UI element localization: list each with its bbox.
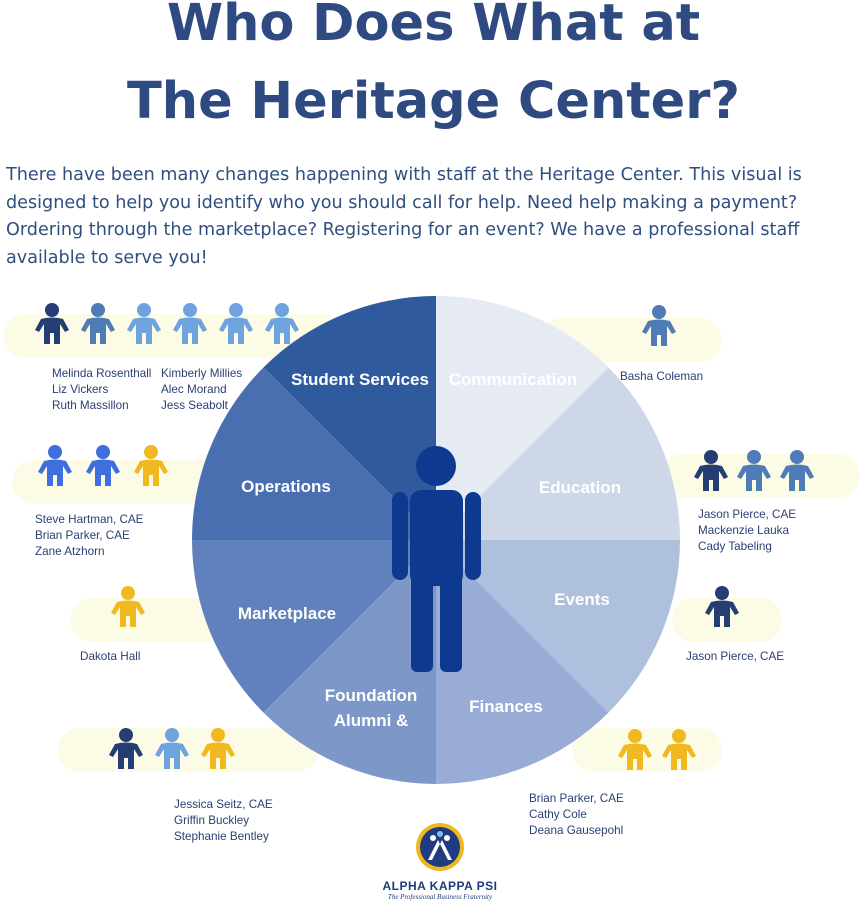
person-icon <box>265 303 299 344</box>
names-operations: Steve Hartman, CAE Brian Parker, CAE Zan… <box>35 512 143 560</box>
segment-label-foundation-line-2: Alumni & <box>334 711 409 730</box>
person-icon <box>705 586 739 627</box>
person-icon <box>201 728 235 769</box>
people-operations <box>35 444 171 488</box>
page-title-line-2: The Heritage Center? <box>126 72 741 131</box>
person-icon <box>38 445 72 486</box>
staff-name: Zane Atzhorn <box>35 545 105 558</box>
names-events: Jason Pierce, CAE <box>686 649 784 665</box>
people-foundation <box>106 727 238 771</box>
staff-name: Deana Gausepohl <box>529 824 624 837</box>
names-student-services-col-1: Melinda Rosenthall Liz Vickers Ruth Mass… <box>52 366 151 414</box>
page-title-line-1: Who Does What at <box>166 0 701 53</box>
people-marketplace <box>108 585 148 629</box>
person-icon <box>35 303 69 344</box>
segment-label-communication: Communication <box>449 370 577 389</box>
staff-name: Stephanie Bentley <box>174 830 269 843</box>
staff-name: Steve Hartman, CAE <box>35 513 144 526</box>
person-icon <box>662 729 696 770</box>
person-icon <box>81 303 115 344</box>
names-marketplace: Dakota Hall <box>80 649 140 665</box>
wheel-segment <box>436 367 680 540</box>
staff-name: Brian Parker, CAE <box>35 529 130 542</box>
segment-label-events: Events <box>554 590 610 609</box>
people-events <box>702 585 742 629</box>
person-icon <box>737 450 771 491</box>
band-marketplace <box>70 598 230 642</box>
staff-name: Liz Vickers <box>52 383 109 396</box>
intro-paragraph: There have been many changes happening w… <box>6 165 802 268</box>
staff-name: Cathy Cole <box>529 808 587 821</box>
people-education <box>691 449 817 493</box>
staff-name: Jason Pierce, CAE <box>698 508 797 521</box>
names-foundation: Jessica Seitz, CAE Griffin Buckley Steph… <box>174 797 273 845</box>
staff-name: Jason Pierce, CAE <box>686 650 785 663</box>
names-finances: Brian Parker, CAE Cathy Cole Deana Gause… <box>529 791 624 839</box>
staff-name: Mackenzie Lauka <box>698 524 789 537</box>
staff-name: Jessica Seitz, CAE <box>174 798 273 811</box>
names-student-services-col-2: Kimberly Millies Alec Morand Jess Seabol… <box>161 366 242 414</box>
staff-name: Melinda Rosenthall <box>52 367 152 380</box>
staff-name: Jess Seabolt <box>161 399 228 412</box>
band-communication <box>540 318 722 362</box>
staff-name: Basha Coleman <box>620 370 704 383</box>
person-icon <box>127 303 161 344</box>
person-icon <box>219 303 253 344</box>
wheel-segment <box>436 540 680 713</box>
alpha-kappa-psi-logo: ALPHA KAPPA PSI The Professional Busines… <box>360 822 520 901</box>
staff-name: Kimberly Millies <box>161 367 243 380</box>
person-icon <box>694 450 728 491</box>
staff-name: Griffin Buckley <box>174 814 250 827</box>
segment-label-foundation-line-1: Foundation <box>325 686 418 705</box>
people-communication <box>639 304 679 348</box>
segment-label-finances: Finances <box>469 697 543 716</box>
staff-name: Alec Morand <box>161 383 227 396</box>
staff-name: Ruth Massillon <box>52 399 129 412</box>
names-communication: Basha Coleman <box>620 369 703 385</box>
segment-label-student-services: Student Services <box>291 370 429 389</box>
staff-name: Cady Tabeling <box>698 540 772 553</box>
fraternity-emblem-icon <box>416 823 464 871</box>
segment-label-operations: Operations <box>241 477 331 496</box>
people-student-services <box>32 302 302 346</box>
person-icon <box>86 445 120 486</box>
center-person-icon <box>392 446 481 672</box>
person-icon <box>618 729 652 770</box>
person-icon <box>155 728 189 769</box>
person-icon <box>134 445 168 486</box>
logo-tagline: The Professional Business Fraternity <box>387 893 493 901</box>
segment-label-marketplace: Marketplace <box>238 604 336 623</box>
staff-name: Brian Parker, CAE <box>529 792 624 805</box>
people-finances <box>615 728 699 772</box>
person-icon <box>642 305 676 346</box>
person-icon <box>780 450 814 491</box>
staff-name: Dakota Hall <box>80 650 141 663</box>
person-icon <box>109 728 143 769</box>
person-icon <box>173 303 207 344</box>
logo-name: ALPHA KAPPA PSI <box>382 879 498 893</box>
segment-label-education: Education <box>539 478 621 497</box>
person-icon <box>111 586 145 627</box>
names-education: Jason Pierce, CAE Mackenzie Lauka Cady T… <box>698 507 796 555</box>
